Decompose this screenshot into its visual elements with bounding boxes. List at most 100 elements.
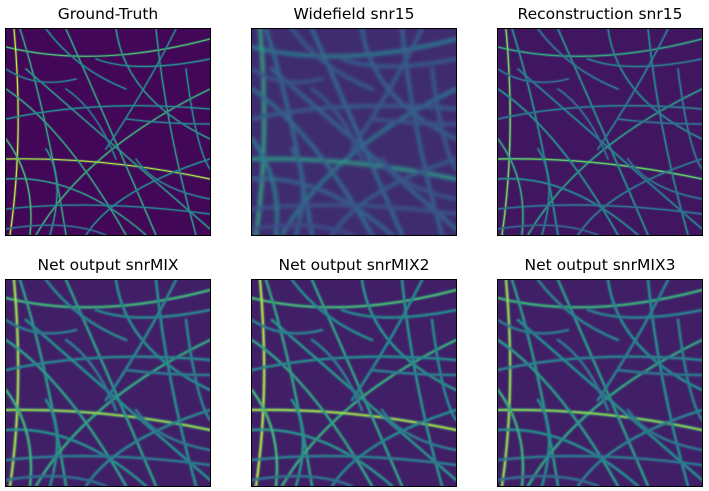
filament bbox=[252, 177, 394, 235]
filament bbox=[115, 29, 210, 140]
panel-title: Net output snrMIX2 bbox=[278, 256, 430, 274]
microscopy-image bbox=[497, 28, 703, 236]
filament bbox=[498, 475, 599, 486]
filament bbox=[577, 409, 702, 486]
filament bbox=[252, 157, 456, 181]
filament bbox=[587, 58, 702, 68]
filament bbox=[627, 158, 702, 200]
filament bbox=[25, 68, 210, 230]
panel-title: Net output snrMIX3 bbox=[524, 256, 676, 274]
filament bbox=[95, 58, 210, 68]
microscopy-image bbox=[251, 279, 457, 487]
filament bbox=[85, 409, 210, 486]
panel-title: Ground-Truth bbox=[57, 5, 159, 23]
filament bbox=[498, 319, 569, 335]
filament bbox=[45, 148, 58, 235]
filament bbox=[252, 104, 456, 121]
filament bbox=[501, 280, 512, 486]
filament bbox=[498, 428, 639, 486]
filament bbox=[6, 475, 107, 486]
filament bbox=[501, 29, 511, 235]
filament bbox=[577, 158, 702, 235]
filament bbox=[9, 29, 19, 235]
filament bbox=[311, 339, 363, 411]
filament-network-graphic bbox=[252, 280, 456, 486]
filament bbox=[6, 389, 32, 486]
filament bbox=[527, 339, 702, 486]
panel-title: Reconstruction snr15 bbox=[517, 5, 683, 23]
filament bbox=[135, 158, 210, 200]
filament bbox=[6, 138, 32, 235]
filament bbox=[6, 38, 210, 57]
filament bbox=[498, 158, 702, 180]
filament bbox=[340, 57, 456, 68]
microscopy-image bbox=[5, 28, 211, 236]
filament bbox=[431, 319, 456, 421]
filament bbox=[517, 68, 702, 230]
filament bbox=[6, 428, 147, 486]
filament bbox=[105, 29, 177, 150]
filament bbox=[252, 475, 353, 486]
panel-title: Widefield snr15 bbox=[293, 5, 415, 23]
filament-network-graphic bbox=[6, 29, 210, 235]
filament bbox=[331, 409, 456, 486]
filament bbox=[125, 118, 210, 125]
filament bbox=[557, 339, 609, 411]
filament bbox=[135, 409, 210, 451]
filament bbox=[290, 29, 374, 91]
filament bbox=[498, 177, 639, 235]
filament bbox=[617, 118, 702, 125]
filament bbox=[105, 280, 177, 401]
filament bbox=[185, 319, 210, 421]
filament bbox=[45, 280, 127, 341]
filament bbox=[45, 29, 127, 90]
filament bbox=[185, 68, 210, 170]
filament bbox=[341, 309, 456, 319]
filament bbox=[597, 280, 669, 401]
filament bbox=[380, 157, 456, 201]
panel-title: Net output snrMIX bbox=[37, 256, 179, 274]
filament bbox=[370, 117, 456, 126]
filament bbox=[498, 455, 702, 466]
filament bbox=[557, 88, 609, 160]
filament bbox=[65, 339, 117, 411]
filament bbox=[617, 369, 702, 376]
filament bbox=[255, 280, 266, 486]
filament bbox=[6, 158, 210, 180]
filament bbox=[310, 87, 364, 161]
microscopy-image bbox=[5, 279, 211, 487]
filament bbox=[607, 29, 702, 140]
filament bbox=[6, 178, 147, 235]
filament bbox=[6, 68, 77, 83]
filament bbox=[527, 88, 702, 235]
filament bbox=[6, 455, 210, 466]
filament-network-graphic bbox=[6, 280, 210, 486]
filament bbox=[597, 29, 669, 150]
filament bbox=[587, 309, 702, 319]
filament bbox=[252, 355, 456, 371]
filament bbox=[6, 204, 210, 215]
filament bbox=[330, 157, 456, 235]
image-background bbox=[6, 29, 210, 235]
filament bbox=[155, 29, 197, 235]
filament bbox=[254, 29, 266, 235]
filament bbox=[252, 67, 324, 84]
filament bbox=[381, 409, 456, 451]
filament bbox=[498, 68, 569, 84]
microscopy-image bbox=[251, 28, 457, 236]
filament bbox=[537, 29, 619, 90]
filament-network-graphic bbox=[498, 280, 702, 486]
microscopy-image bbox=[497, 279, 703, 487]
filament bbox=[252, 319, 323, 335]
filament bbox=[252, 408, 456, 431]
filament bbox=[6, 319, 77, 335]
filament bbox=[6, 105, 210, 120]
filament bbox=[498, 88, 619, 235]
filament bbox=[677, 68, 702, 170]
filament bbox=[351, 280, 423, 401]
filament bbox=[6, 224, 107, 235]
filament bbox=[498, 389, 524, 486]
filament bbox=[350, 29, 424, 151]
filament bbox=[252, 389, 278, 486]
